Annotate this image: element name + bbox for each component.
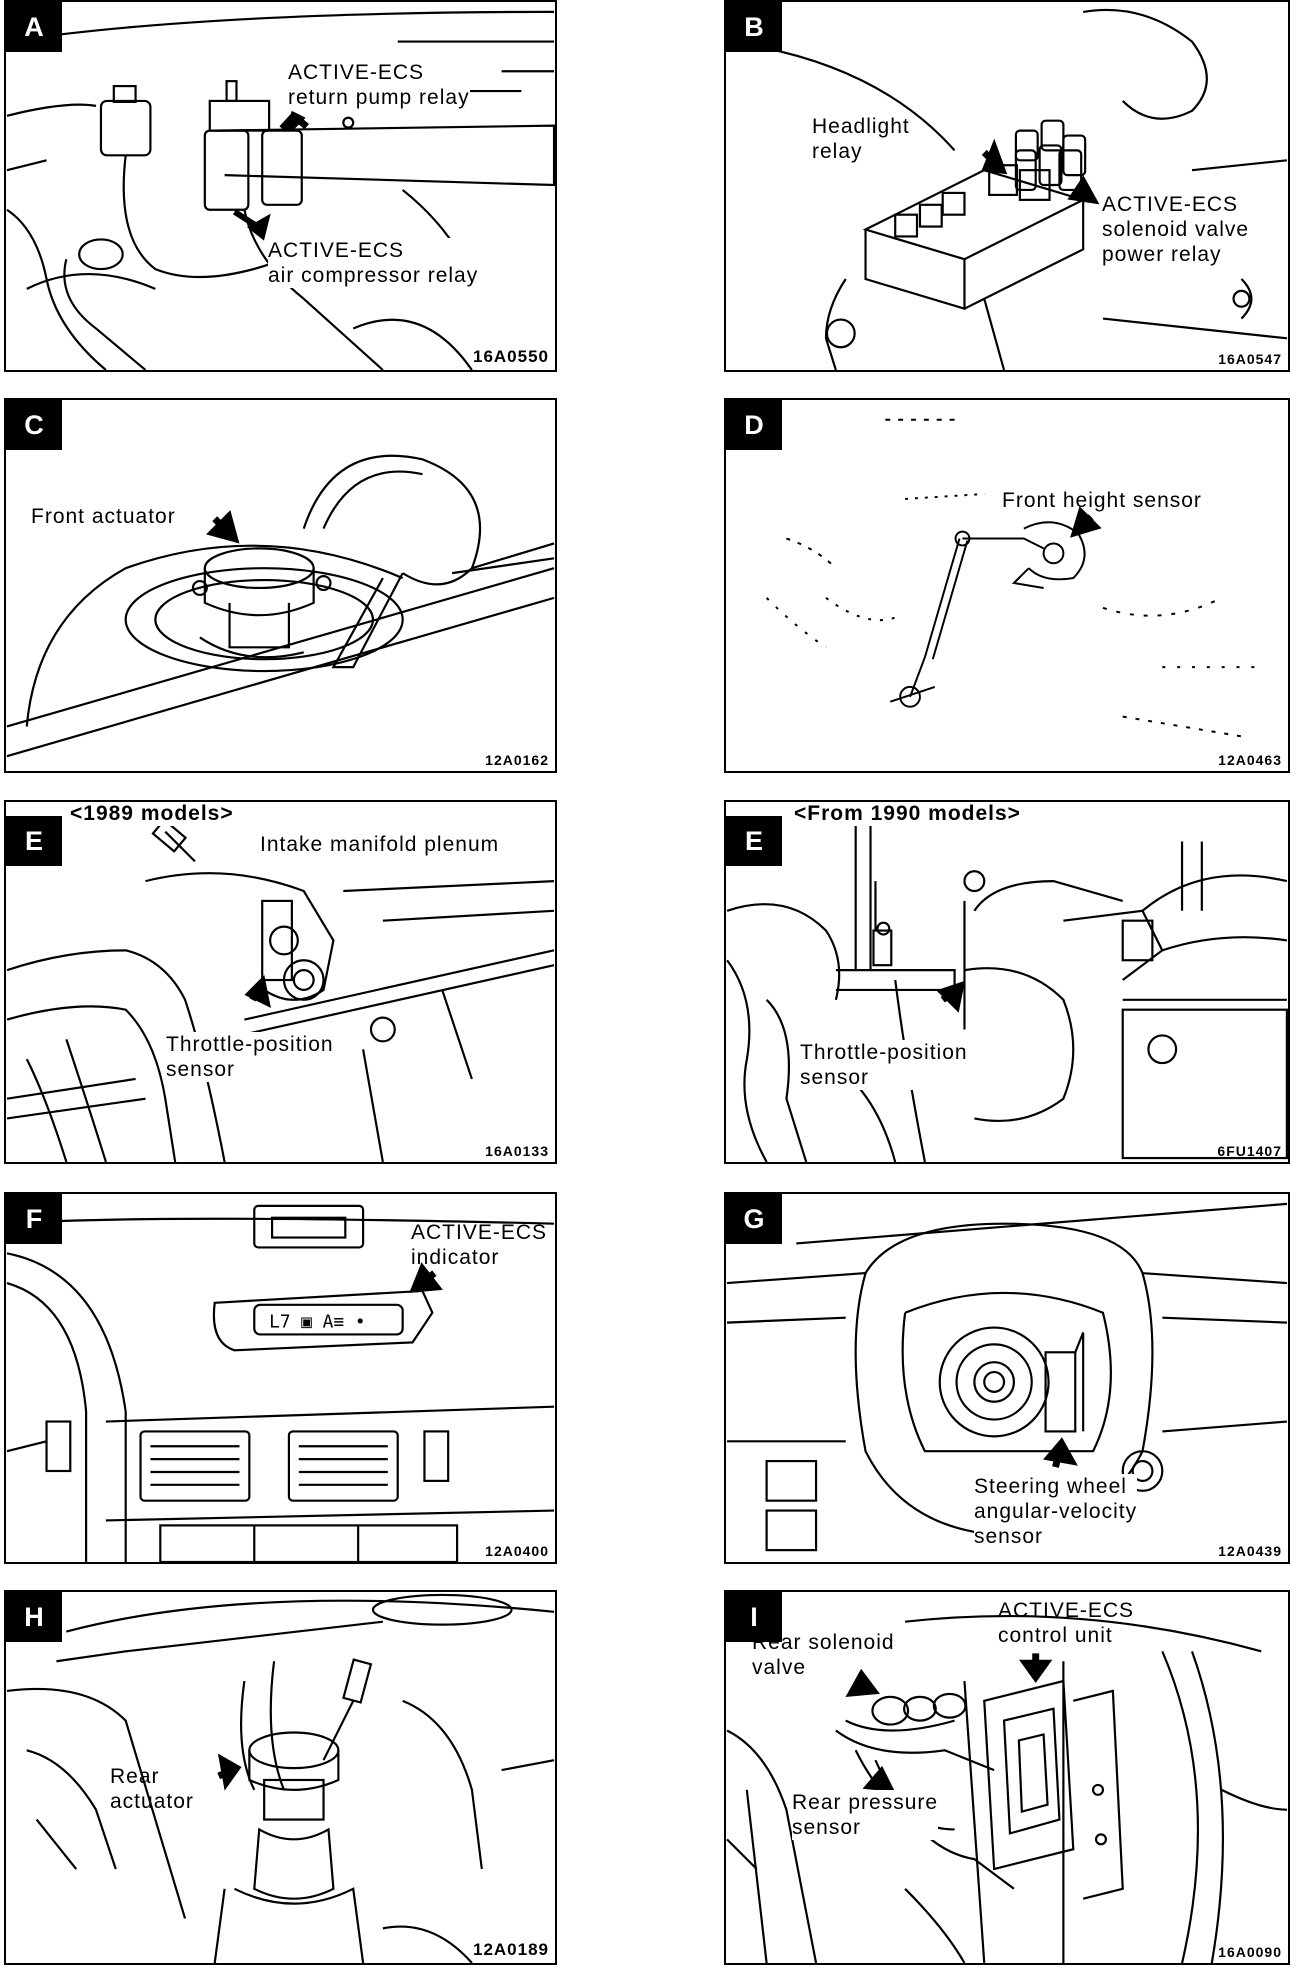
figure-code: 12A0400 [485, 1543, 549, 1559]
callout-front-height-sensor: Front height sensor [1002, 489, 1202, 512]
panel-letter: I [726, 1592, 782, 1642]
throttle-body-illustration-1989 [6, 818, 555, 1162]
figure-code: 12A0439 [1218, 1543, 1282, 1559]
control-unit-illustration [726, 1614, 1287, 1963]
panel-a: A ACTIVE-ECS return pump relay ACTIVE-EC… [4, 0, 557, 372]
panel-letter: G [726, 1194, 782, 1244]
callout-return-pump-relay: ACTIVE-ECS return pump relay [288, 60, 470, 110]
arrow-icon [845, 1653, 1053, 1792]
callout-steering-wheel-sensor: Steering wheel angular-velocity sensor [974, 1474, 1138, 1549]
dashboard-indicator-illustration: L7 ▣ A≡ • [6, 1204, 555, 1562]
arrow-icon [981, 138, 1100, 205]
panel-g: G Steering wheel angular-velocity sensor… [724, 1192, 1290, 1564]
panel-letter: H [6, 1592, 62, 1642]
panel-b: B Headlight relay ACTIVE-ECS solenoid va… [724, 0, 1290, 372]
panel-f: L7 ▣ A≡ • F ACTIVE-ECS indicator 12A0400 [4, 1192, 557, 1564]
panel-letter: E [6, 816, 62, 866]
callout-throttle-position-sensor: Throttle-position sensor [166, 1032, 334, 1082]
panel-letter: E [726, 816, 782, 866]
panel-e-1989: E <1989 models> Intake manifold plenum T… [4, 800, 557, 1164]
panel-letter: B [726, 2, 782, 52]
model-year-subtitle: <1989 models> [68, 802, 236, 826]
panel-d: D Front height sensor 12A0463 [724, 398, 1290, 773]
figure-code: 12A0162 [485, 752, 549, 768]
figure-code: 16A0090 [1218, 1944, 1282, 1960]
arrow-icon [206, 510, 240, 544]
callout-active-ecs-control-unit: ACTIVE-ECS control unit [998, 1599, 1135, 1647]
figure-code: 16A0133 [485, 1143, 549, 1159]
model-year-subtitle: <From 1990 models> [792, 802, 1023, 826]
callout-front-actuator: Front actuator [31, 505, 176, 528]
figure-code: 16A0547 [1218, 351, 1282, 367]
callout-air-compressor-relay: ACTIVE-ECS air compressor relay [268, 238, 479, 288]
callout-rear-actuator: Rear actuator [110, 1765, 194, 1813]
arrow-icon [244, 974, 271, 1009]
arrow-icon [409, 1262, 443, 1293]
front-height-sensor-illustration [765, 418, 1262, 738]
callout-throttle-position-sensor: Throttle-position sensor [800, 1040, 968, 1090]
panel-letter: A [6, 2, 62, 52]
figure-code: 6FU1407 [1217, 1143, 1282, 1159]
callout-solenoid-valve-power-relay: ACTIVE-ECS solenoid valve power relay [1102, 192, 1250, 267]
arrow-icon [1042, 1437, 1078, 1468]
front-actuator-illustration [6, 454, 555, 758]
steering-column-illustration [726, 1202, 1288, 1552]
callout-intake-manifold-plenum: Intake manifold plenum [260, 833, 500, 856]
relay-illustration-a [6, 10, 555, 370]
panel-h: H Rear actuator 12A0189 [4, 1590, 557, 1965]
panel-i: I ACTIVE-ECS control unit Rear solenoid … [724, 1590, 1290, 1965]
arrow-icon [232, 110, 309, 241]
arrow-icon [936, 980, 966, 1013]
arrow-icon [1070, 506, 1102, 538]
figure-code: 16A0550 [472, 347, 549, 366]
figure-code: 12A0463 [1218, 752, 1282, 768]
figure-code: 12A0189 [472, 1940, 549, 1959]
panel-c: C Front actuator 12A0162 [4, 398, 557, 773]
callout-headlight-relay: Headlight relay [812, 115, 910, 163]
callout-rear-pressure-sensor: Rear pressure sensor [792, 1790, 939, 1840]
arrow-icon [217, 1753, 242, 1791]
callout-active-ecs-indicator: ACTIVE-ECS indicator [411, 1221, 548, 1269]
panel-letter: F [6, 1194, 62, 1244]
svg-text:L7 ▣ A≡ •: L7 ▣ A≡ • [269, 1312, 365, 1333]
panel-letter: C [6, 400, 62, 450]
panel-e-1990: E <From 1990 models> Throttle-position s… [724, 800, 1290, 1164]
rear-actuator-illustration [6, 1593, 555, 1963]
panel-letter: D [726, 400, 782, 450]
